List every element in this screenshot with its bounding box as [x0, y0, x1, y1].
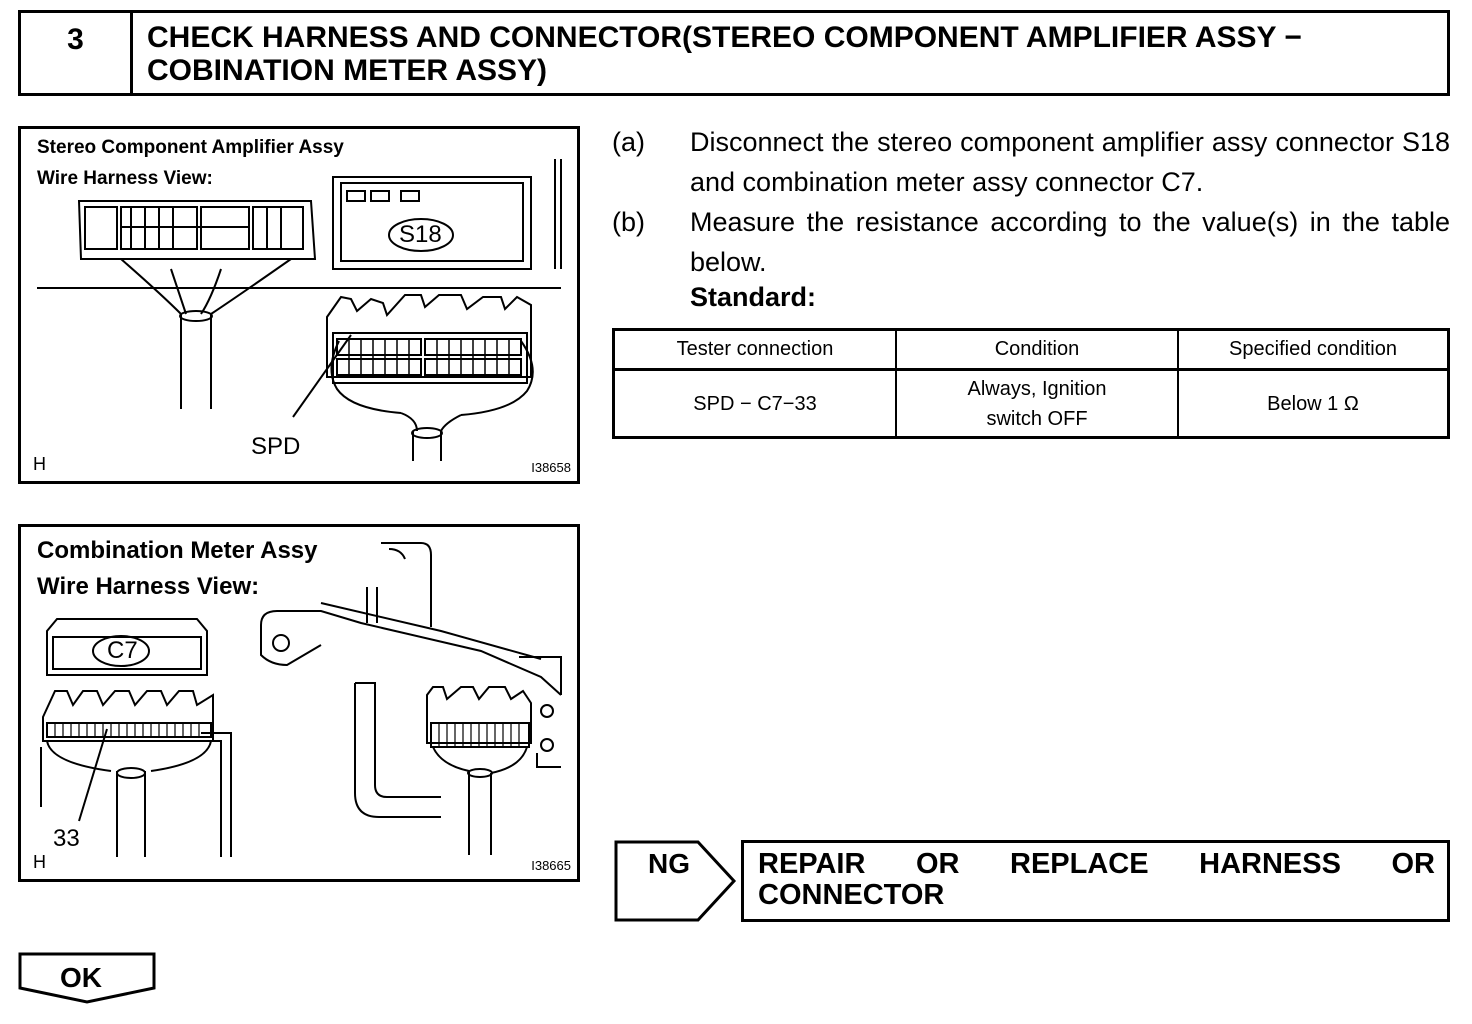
cell-condition-line1: Always, Ignition — [967, 377, 1107, 400]
figure1-code: I38658 — [531, 460, 571, 475]
figure1-title-line1: Stereo Component Amplifier Assy — [37, 137, 344, 158]
ng-action-word: REPLACE — [1010, 848, 1149, 880]
step-title-line2: COBINATION METER ASSY) — [147, 54, 548, 87]
instruction-list: (a) Disconnect the stereo component ampl… — [612, 122, 1450, 282]
instruction-a: (a) Disconnect the stereo component ampl… — [612, 122, 1450, 202]
instruction-a-mark: (a) — [612, 127, 645, 157]
figure-stereo-amplifier: Stereo Component Amplifier Assy Wire Har… — [18, 126, 580, 484]
ok-arrow-tag — [18, 952, 156, 1004]
figure2-title: Combination Meter Assy Wire Harness View… — [37, 533, 318, 605]
figure1-title-line2: Wire Harness View: — [37, 168, 213, 189]
ng-label: NG — [648, 848, 690, 879]
ng-action-word: REPAIR — [758, 848, 866, 880]
step-header: 3 CHECK HARNESS AND CONNECTOR(STEREO COM… — [18, 10, 1450, 96]
header-condition: Condition — [895, 328, 1179, 371]
instruction-b: (b) Measure the resistance according to … — [612, 202, 1450, 282]
combination-meter-harness-drawing — [40, 542, 562, 857]
header-specified-condition: Specified condition — [1177, 328, 1450, 371]
figure1-title: Stereo Component Amplifier Assy Wire Har… — [37, 132, 344, 194]
figure2-corner-letter: H — [33, 852, 46, 872]
connector-c7-label: C7 — [107, 637, 138, 664]
ng-action-line1: REPAIR OR REPLACE HARNESS OR — [758, 849, 1435, 880]
instruction-a-text: Disconnect the stereo component amplifie… — [690, 127, 1450, 197]
instruction-b-mark: (b) — [612, 207, 645, 237]
ng-action-word: OR — [915, 848, 960, 880]
cell-specified-condition: Below 1 Ω — [1177, 368, 1450, 439]
ng-arrow-tag — [614, 840, 737, 922]
figure2-code: I38665 — [531, 858, 571, 873]
figure-combination-meter: Combination Meter Assy Wire Harness View… — [18, 524, 580, 882]
figure2-title-line1: Combination Meter Assy — [37, 537, 318, 564]
cell-tester-connection: SPD − C7−33 — [612, 368, 897, 439]
ng-action-word: HARNESS — [1199, 848, 1341, 880]
standard-label: Standard: — [690, 282, 817, 312]
stereo-amplifier-harness-drawing — [37, 159, 562, 461]
cell-condition: Always, Ignition switch OFF — [895, 368, 1179, 439]
step-title: CHECK HARNESS AND CONNECTOR(STEREO COMPO… — [133, 13, 1447, 93]
cell-condition-line2: switch OFF — [986, 407, 1088, 430]
spec-table: Tester connection Condition Specified co… — [612, 328, 1450, 439]
figure1-corner-letter: H — [33, 454, 46, 474]
spd-pin-label: SPD — [251, 433, 301, 460]
spec-table-header-row: Tester connection Condition Specified co… — [612, 328, 1450, 371]
step-number: 3 — [21, 13, 133, 93]
ng-action-line2: CONNECTOR — [758, 879, 945, 911]
instruction-b-text: Measure the resistance according to the … — [690, 207, 1450, 277]
table-row: SPD − C7−33 Always, Ignition switch OFF … — [612, 368, 1450, 439]
step-title-line1: CHECK HARNESS AND CONNECTOR(STEREO COMPO… — [147, 21, 1302, 54]
ok-label: OK — [60, 962, 102, 993]
ng-action-box: REPAIR OR REPLACE HARNESS OR CONNECTOR — [741, 840, 1450, 922]
header-tester-connection: Tester connection — [612, 328, 897, 371]
ng-action-word: OR — [1391, 848, 1436, 880]
pin-33-label: 33 — [53, 825, 80, 852]
connector-s18-label: S18 — [399, 221, 442, 248]
figure2-title-line2: Wire Harness View: — [37, 573, 260, 600]
